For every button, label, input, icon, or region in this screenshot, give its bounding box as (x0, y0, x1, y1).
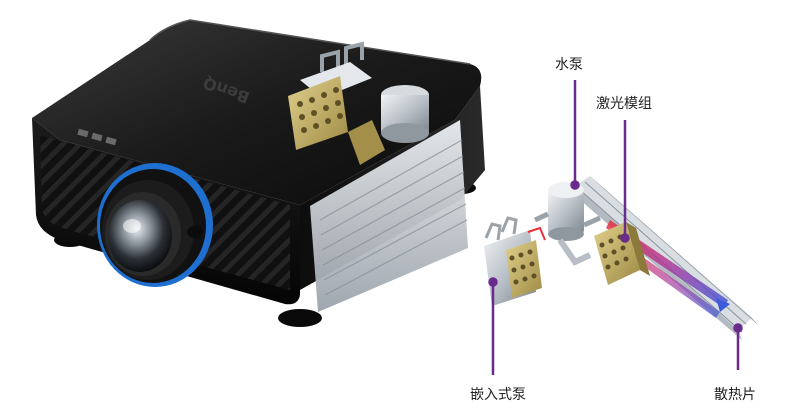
projector-foot (278, 309, 322, 327)
cooling-system (484, 176, 758, 340)
projector-cutaway (288, 41, 468, 312)
label-water-pump: 水泵 (555, 57, 583, 73)
projector: BenQ (32, 19, 485, 327)
embedded-pump (484, 216, 546, 306)
label-heat-sink: 散热片 (714, 387, 756, 403)
label-laser-module: 激光模组 (596, 96, 652, 112)
projector-lens (97, 163, 213, 287)
callout-lines (488, 80, 743, 375)
status-indicators (77, 128, 117, 146)
label-embedded-pump: 嵌入式泵 (470, 387, 526, 403)
